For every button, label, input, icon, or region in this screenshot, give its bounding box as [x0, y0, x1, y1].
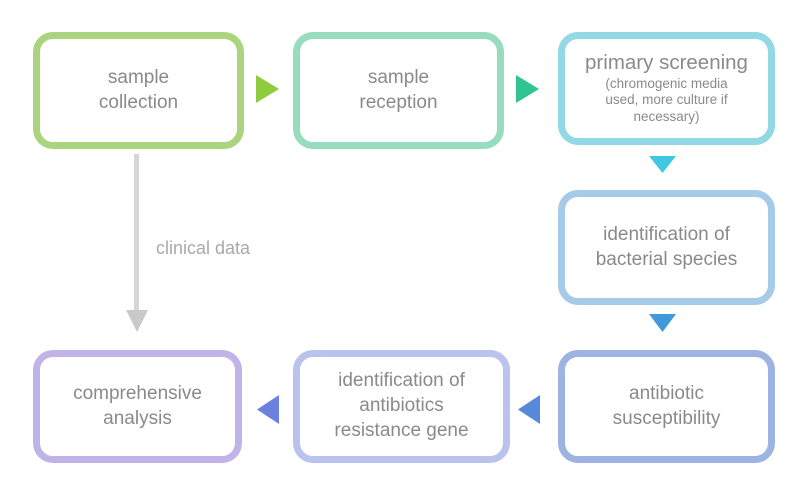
flow-box-identification-of-bacterial-species: identification of bacterial species	[558, 190, 775, 305]
flow-box-antibiotic-susceptibility: antibiotic susceptibility	[558, 350, 775, 463]
arrow-down-icon	[126, 310, 148, 332]
arrow-right-icon	[256, 75, 279, 103]
arrow-left-icon	[518, 395, 540, 424]
arrow-right-icon	[516, 75, 539, 103]
flow-box-label: primary screening	[585, 51, 748, 75]
flow-box-label: identification of antibiotics resistance…	[334, 370, 469, 441]
flow-box-label: comprehensive analysis	[73, 382, 202, 429]
flow-box-primary-screening: primary screening (chromogenic media use…	[558, 32, 775, 145]
clinical-data-label: clinical data	[156, 238, 251, 258]
flow-box-label: sample collection	[98, 66, 179, 113]
flow-box-label: antibiotic susceptibility	[612, 382, 721, 429]
clinical-data-arrow-line	[134, 154, 139, 311]
arrow-down-icon	[649, 156, 676, 173]
arrow-down-icon	[649, 314, 676, 332]
flow-box-label: sample reception	[359, 66, 438, 113]
flow-box-label: identification of bacterial species	[595, 223, 738, 270]
flow-box-sublabel: (chromogenic media used, more culture if…	[605, 75, 728, 124]
arrow-left-icon	[257, 395, 279, 424]
flow-box-identification-of-antibiotics-resistance-gene: identification of antibiotics resistance…	[293, 350, 510, 463]
flow-box-sample-collection: sample collection	[33, 32, 244, 149]
flow-box-comprehensive-analysis: comprehensive analysis	[33, 350, 242, 463]
flow-box-sample-reception: sample reception	[293, 32, 504, 149]
